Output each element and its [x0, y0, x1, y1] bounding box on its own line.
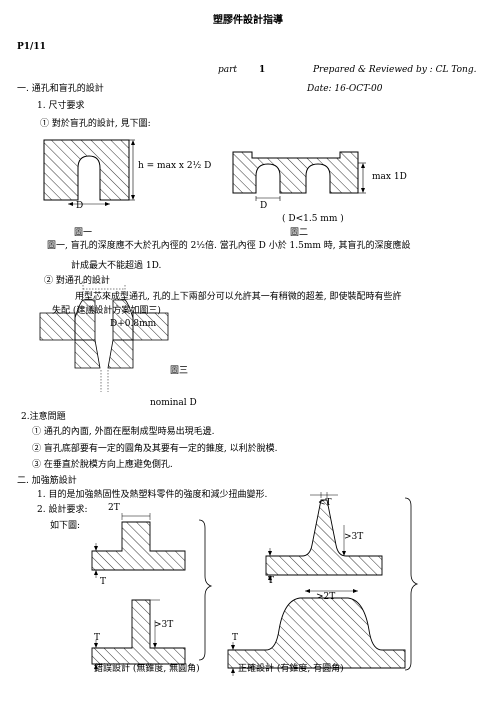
brace-left — [198, 519, 213, 661]
right-a-t-label: T — [268, 576, 275, 586]
fig1-diameter-label: D — [76, 201, 84, 211]
rib-right-design-b — [227, 597, 406, 676]
wrong-a-t-label: T — [100, 577, 107, 587]
rib-item-2: 2. 設計要求: — [37, 505, 88, 515]
section-1-desc-1: 圖一, 盲孔的深度應不大於孔內徑的 2½倍. 當孔內徑 D 小於 1.5mm 時… — [47, 241, 411, 251]
rib-section-heading: 二. 加強筋設計 — [17, 476, 77, 486]
fig3-bottom-label: nominal D — [150, 398, 197, 408]
note-2: ② 盲孔底部要有一定的圓角及其要有一定的錐度, 以利於脫模. — [32, 444, 278, 454]
fig1-depth-label: h = max x 2½ D — [138, 161, 212, 171]
figure-3-caption: 圖三 — [170, 366, 189, 376]
figure-3-through-hole — [39, 285, 169, 392]
figure-1-caption: 圖一 — [74, 228, 93, 238]
part-label: part — [218, 65, 238, 75]
section-1-item-1: 1. 尺寸要求 — [37, 101, 85, 111]
fig2-depth-label: max 1D — [372, 172, 407, 182]
note-1: ① 通孔的內面, 外面在壓制成型時易出現毛邊. — [32, 427, 215, 437]
wrong-b-t-label: T — [94, 633, 101, 643]
document-title: 塑膠件設計指導 — [213, 15, 283, 26]
brace-right — [404, 497, 419, 671]
figure-1-blind-hole — [43, 139, 135, 206]
document-date: Date: 16-OCT-00 — [307, 84, 383, 94]
prepared-by: Prepared & Reviewed by : CL Tong. — [313, 65, 477, 75]
wrong-a-2t-label: 2T — [108, 503, 120, 513]
note-3: ③ 在垂直於脫模方向上應避免側孔. — [32, 460, 173, 470]
fig3-top-label: D+0.8mm — [110, 319, 157, 329]
figure-2-caption: 圖二 — [290, 228, 309, 238]
section-1-heading: 一. 通孔和盲孔的設計 — [17, 84, 104, 94]
right-b-t-label: T — [232, 633, 239, 643]
section-1-sub-1: ① 對於盲孔的設計, 見下圖: — [40, 119, 151, 129]
fig2-diameter-label: D — [260, 201, 268, 211]
figure-2-shallow-holes — [232, 151, 366, 201]
rib-item-2b: 如下圖: — [50, 521, 81, 531]
section-1-desc-3: 用型芯來成型通孔, 孔的上下兩部分可以允許其一有稍微的超差, 即使裝配時有些許 — [75, 292, 402, 302]
section-1-desc-4: 失配 (建議設計方案如圖三) — [52, 306, 161, 316]
page-number: P1/11 — [17, 42, 46, 52]
part-number: 1 — [259, 65, 266, 75]
wrong-design-caption: 錯誤設計 (無錐度, 無圓角) — [94, 664, 200, 674]
right-a-3t-label: >3T — [344, 532, 364, 542]
right-a-2t-label: >2T — [316, 592, 336, 602]
rib-wrong-design-a — [91, 513, 186, 578]
section-2-heading: 2.注意問題 — [21, 412, 66, 422]
right-a-lt-label: <T — [318, 498, 332, 508]
rib-right-design-a — [265, 492, 383, 593]
wrong-b-3t-label: >3T — [154, 620, 174, 630]
rib-item-1: 1. 目的是加強熱固性及熱塑料零件的強度和減少扭曲變形. — [37, 490, 268, 500]
section-1-desc-2: 計成最大不能超過 1D. — [71, 261, 162, 271]
right-design-caption: 正確設計 (有錐度, 有圓角) — [238, 664, 344, 674]
section-1-sub-2: ② 對通孔的設計 — [44, 276, 110, 286]
rib-wrong-design-b — [91, 599, 186, 672]
fig2-note: ( D<1.5 mm ) — [282, 214, 344, 224]
